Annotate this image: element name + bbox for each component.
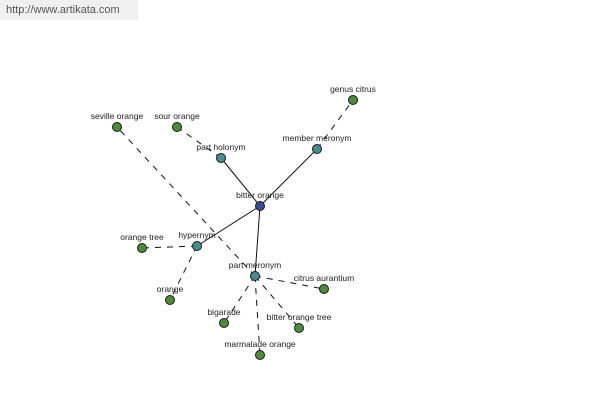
node-part-holonym[interactable] (216, 153, 226, 163)
edge-part-meronym-to-seville-orange (116, 126, 256, 277)
edge-bitter-orange-to-hypernym (196, 205, 261, 247)
label-sour-orange[interactable]: sour orange (154, 111, 200, 121)
label-bigarade[interactable]: bigarade (207, 307, 240, 317)
label-bitter-orange-tree[interactable]: bitter orange tree (267, 312, 332, 322)
label-citrus-aurantium[interactable]: citrus aurantium (294, 273, 354, 283)
node-orange[interactable] (165, 295, 175, 305)
label-marmalade-orange[interactable]: marmalade orange (224, 339, 296, 349)
edge-hypernym-to-orange (169, 245, 198, 301)
node-bitter-orange-tree[interactable] (294, 323, 304, 333)
node-bitter-orange[interactable] (255, 201, 265, 211)
edge-hypernym-to-orange-tree (141, 245, 198, 249)
watermark-url[interactable]: http://www.artikata.com (0, 0, 138, 20)
label-hypernym[interactable]: hypernym (178, 230, 215, 240)
edge-bitter-orange-to-part-holonym (220, 157, 261, 207)
edge-part-meronym-to-bigarade (223, 275, 256, 324)
node-citrus-aurantium[interactable] (319, 284, 329, 294)
label-part-holonym[interactable]: part holonym (196, 142, 245, 152)
edge-part-meronym-to-marmalade-orange (254, 275, 261, 356)
node-genus-citrus[interactable] (348, 95, 358, 105)
node-bigarade[interactable] (219, 318, 229, 328)
label-seville-orange[interactable]: seville orange (91, 111, 144, 121)
label-part-meronym[interactable]: part meronym (229, 260, 281, 270)
node-member-meronym[interactable] (312, 144, 322, 154)
node-orange-tree[interactable] (137, 243, 147, 253)
label-orange-tree[interactable]: orange tree (120, 232, 164, 242)
edge-bitter-orange-to-part-meronym (254, 205, 261, 277)
label-genus-citrus[interactable]: genus citrus (330, 84, 376, 94)
node-part-meronym[interactable] (250, 271, 260, 281)
node-sour-orange[interactable] (172, 122, 182, 132)
label-bitter-orange[interactable]: bitter orange (236, 190, 284, 200)
edges-layer (116, 99, 354, 356)
node-hypernym[interactable] (192, 241, 202, 251)
edge-bitter-orange-to-member-meronym (259, 148, 318, 207)
edge-member-meronym-to-genus-citrus (316, 99, 354, 150)
node-seville-orange[interactable] (112, 122, 122, 132)
labels-layer: bitter orange part holonym member meronym h… (91, 84, 376, 349)
node-marmalade-orange[interactable] (255, 350, 265, 360)
edge-part-holonym-to-sour-orange (176, 126, 222, 159)
label-member-meronym[interactable]: member meronym (283, 133, 352, 143)
label-orange[interactable]: orange (157, 284, 184, 294)
nodes-layer (112, 95, 358, 360)
